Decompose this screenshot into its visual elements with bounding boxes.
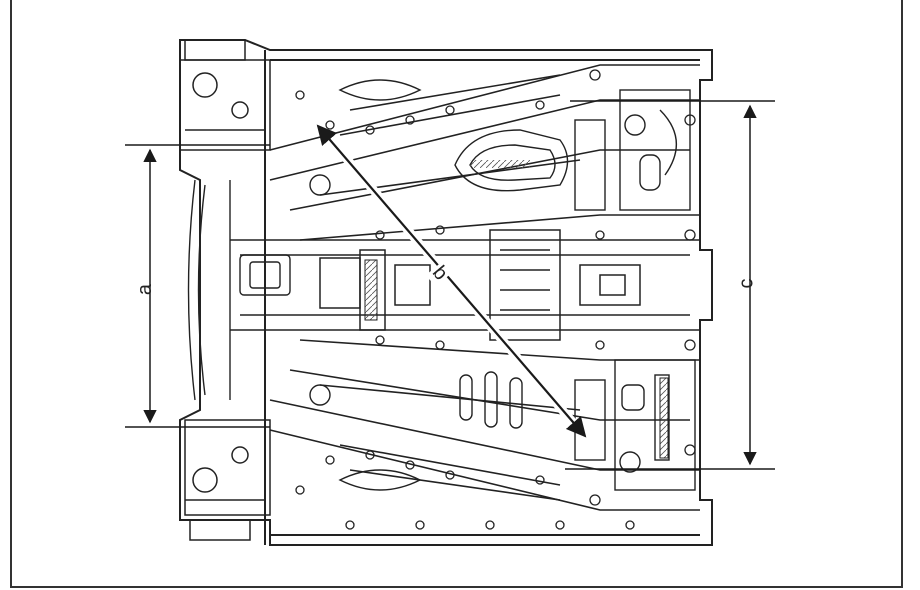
dimension-c [565, 100, 775, 470]
lower-rail [269, 339, 700, 511]
dimension-b [311, 119, 592, 443]
dim-b-arrow [316, 124, 587, 438]
dimension-label-a: a [134, 283, 157, 296]
figure-frame [10, 0, 903, 588]
upper-rail [269, 64, 700, 241]
reinforcement-hatching [364, 160, 669, 459]
mounting-holes [295, 69, 696, 530]
center-tunnel [230, 229, 700, 341]
underbody-outline [179, 39, 713, 546]
dimension-label-c: c [735, 278, 758, 289]
left-front-structure [179, 39, 271, 541]
dash-panel [187, 179, 291, 401]
dimension-a [125, 144, 270, 428]
